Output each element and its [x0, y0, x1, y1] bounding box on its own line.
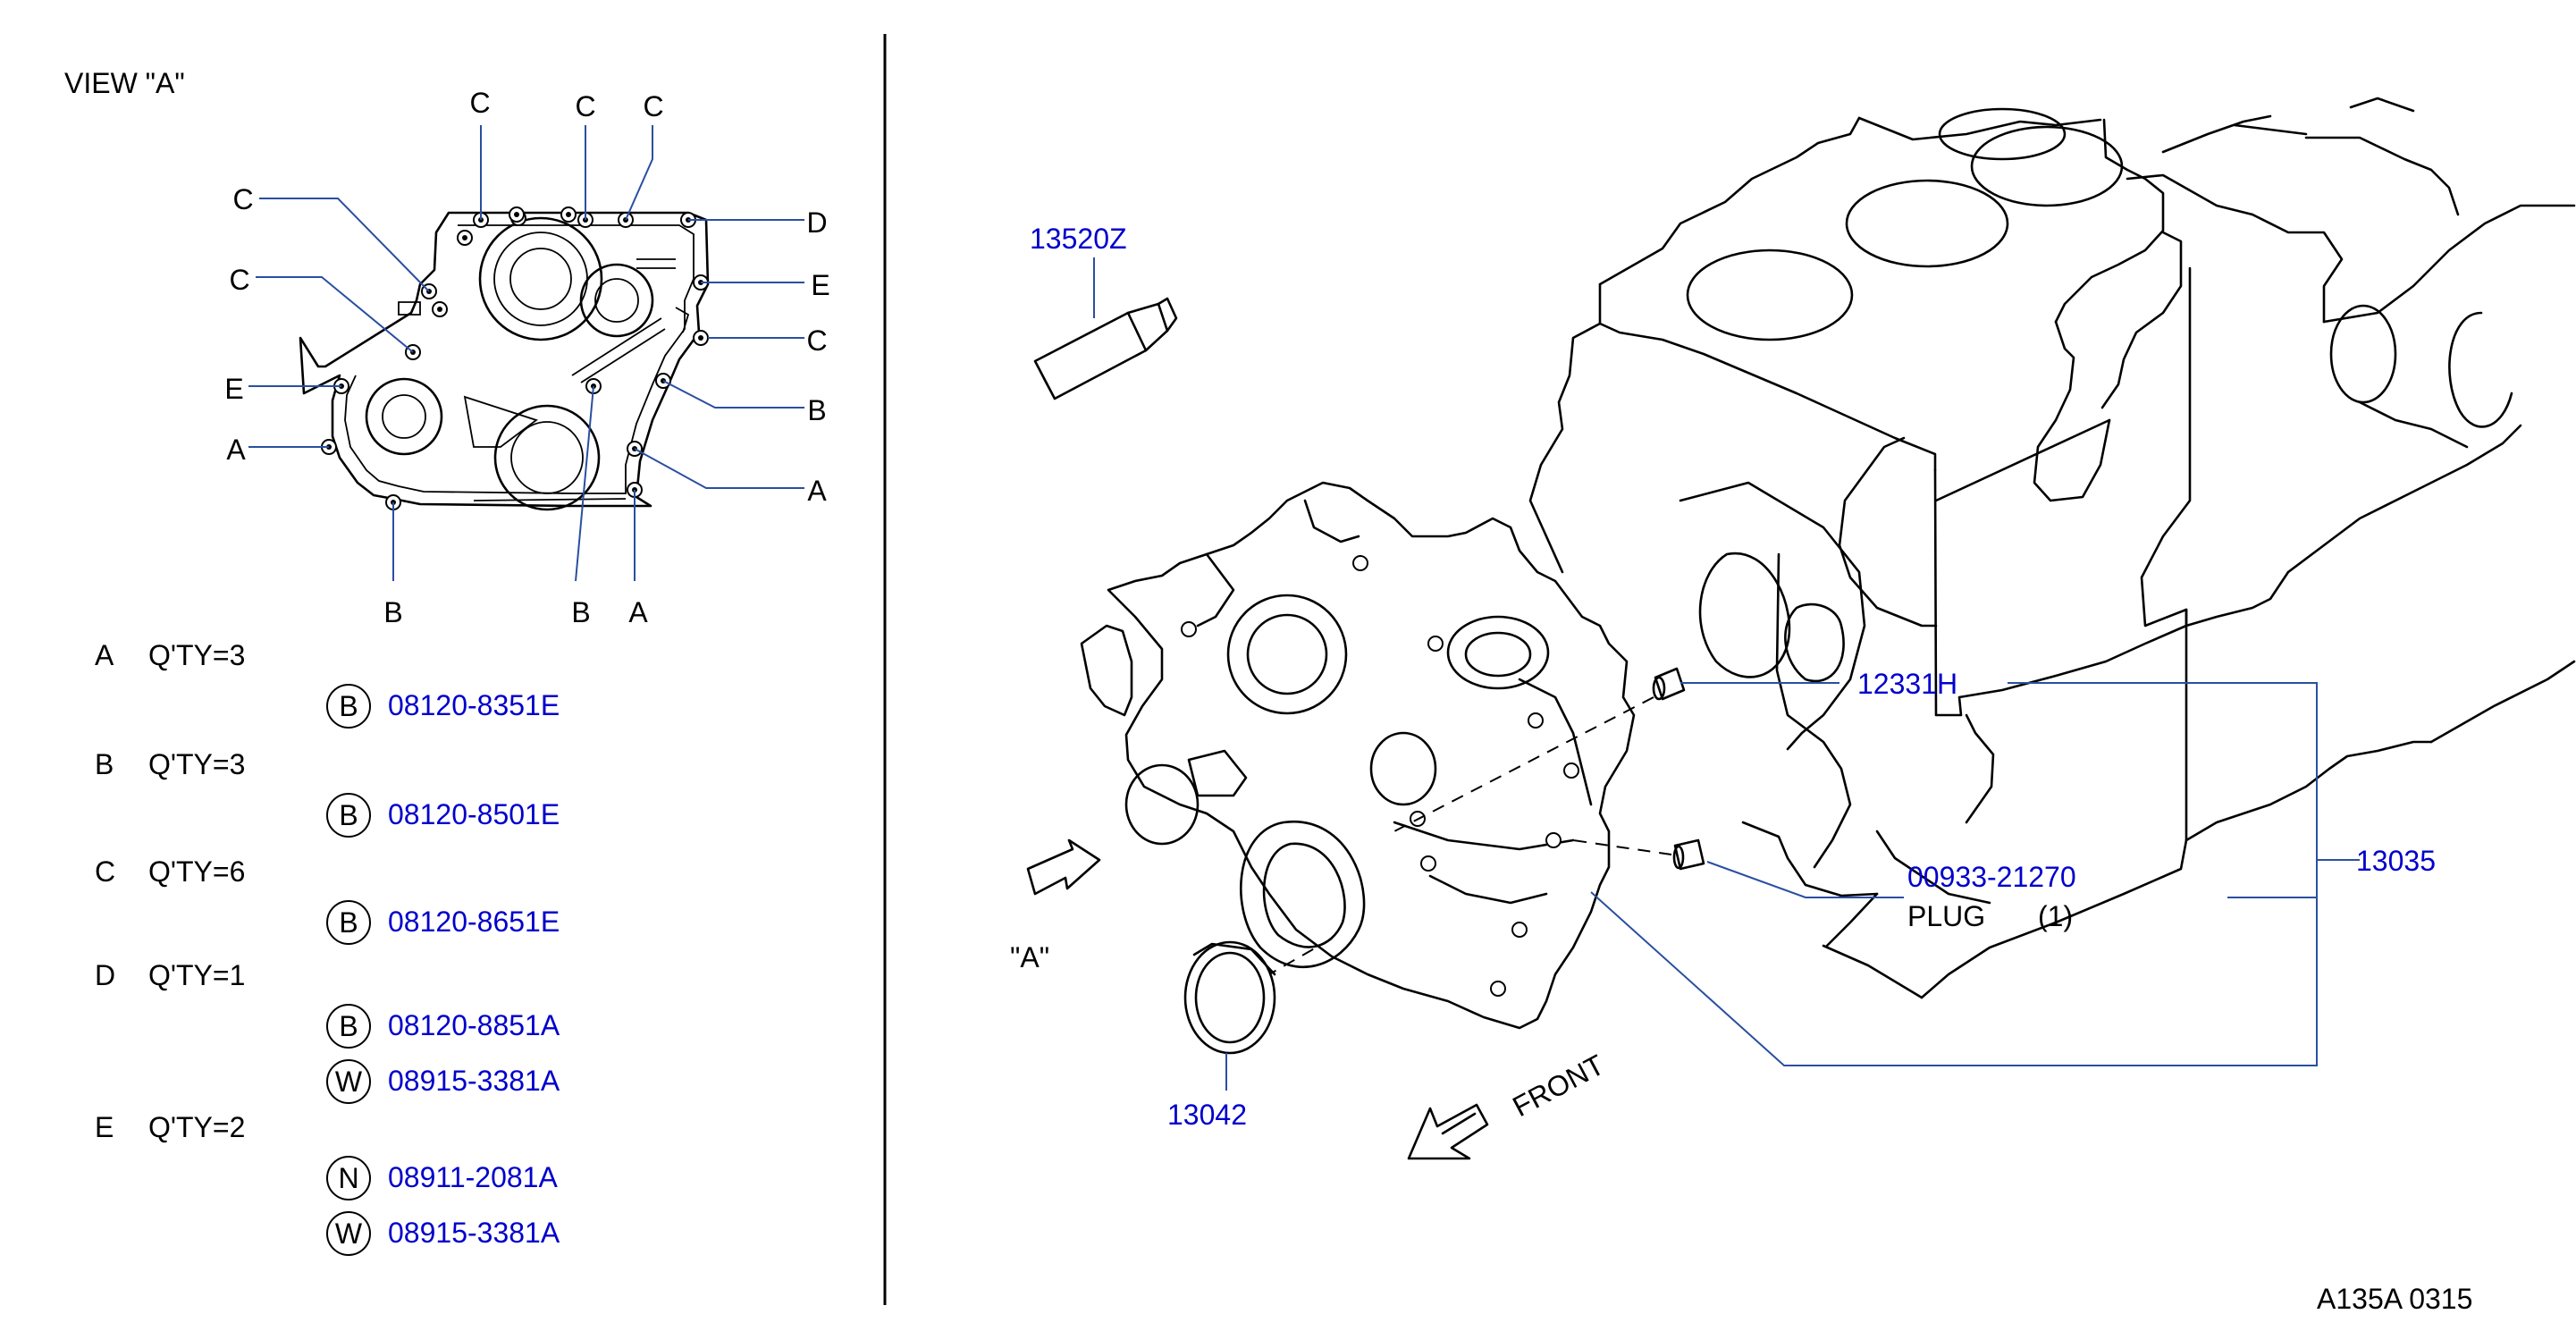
- part-number[interactable]: 08120-8851A: [388, 1009, 560, 1041]
- symbol-letter: N: [338, 1162, 358, 1194]
- bolt-hole-center: [514, 212, 519, 217]
- callout-a3: A: [628, 596, 648, 628]
- view-leader-lines: [248, 125, 804, 582]
- part-00933-21270[interactable]: 00933-21270: [1907, 861, 2076, 893]
- symbol-circle-icon: [326, 1211, 371, 1256]
- bolt-hole-center: [698, 335, 703, 341]
- bolt-hole-center: [437, 307, 442, 312]
- view-a-arrow-icon: [1026, 838, 1101, 896]
- callout-a2: A: [807, 475, 827, 507]
- callout-b2: B: [383, 596, 402, 628]
- symbol-letter: B: [339, 906, 358, 939]
- part-number[interactable]: 08120-8351E: [388, 689, 560, 721]
- callout-e2: E: [224, 373, 243, 405]
- callout-c3: C: [643, 90, 663, 122]
- sealant-tube-13520z: [1033, 297, 1178, 400]
- callout-b3: B: [571, 596, 590, 628]
- legend-letter-a: A: [95, 639, 114, 671]
- part-13042[interactable]: 13042: [1167, 1099, 1247, 1131]
- bolt-hole-center: [566, 212, 571, 217]
- legend-qty-a: Q'TY=3: [148, 639, 245, 671]
- symbol-circle-icon: [326, 684, 371, 729]
- part-number[interactable]: 08915-3381A: [388, 1217, 560, 1249]
- part-13035[interactable]: 13035: [2356, 845, 2436, 877]
- symbol-circle-icon: [326, 1156, 371, 1200]
- part-number[interactable]: 08120-8651E: [388, 906, 560, 938]
- part-number[interactable]: 08911-2081A: [388, 1161, 558, 1193]
- symbol-circle-icon: [326, 1059, 371, 1104]
- oil-seal-13042: [1183, 940, 1276, 1055]
- legend-letter-d: D: [95, 959, 115, 991]
- legend-qty-b: Q'TY=3: [148, 748, 245, 780]
- diagram-code: A135A 0315: [2317, 1283, 2472, 1315]
- plug-qty: (1): [2038, 900, 2073, 932]
- callout-c2: C: [575, 90, 595, 122]
- bracket-13035: [1590, 682, 2360, 1066]
- plug-00933-21270: [1672, 838, 1705, 871]
- legend-qty-c: Q'TY=6: [148, 855, 245, 888]
- callout-a1: A: [226, 434, 246, 466]
- callout-c5: C: [229, 264, 249, 296]
- legend-qty-d: Q'TY=1: [148, 959, 245, 991]
- callout-b1: B: [807, 394, 826, 426]
- part-number[interactable]: 08120-8501E: [388, 798, 560, 830]
- bolt-hole-center: [462, 235, 467, 240]
- symbol-circle-icon: [326, 793, 371, 838]
- legend-letter-c: C: [95, 855, 115, 888]
- part-number[interactable]: 08915-3381A: [388, 1065, 560, 1097]
- callout-c4: C: [232, 183, 253, 215]
- dash-plug: [1572, 839, 1672, 855]
- part-13520z[interactable]: 13520Z: [1030, 223, 1127, 255]
- leader-00933: [1706, 861, 1904, 898]
- dash-13042: [1268, 938, 1333, 975]
- part-12331h[interactable]: 12331H: [1857, 668, 1957, 700]
- legend-qty-e: Q'TY=2: [148, 1111, 245, 1143]
- front-cover-view-a: [299, 206, 710, 511]
- engine-block: [1528, 97, 2576, 999]
- view-callout-labels: C C C C D C E C E B A A B B A: [224, 87, 829, 628]
- view-title: VIEW "A": [64, 67, 185, 99]
- front-label: FRONT: [1507, 1049, 1609, 1124]
- callout-c1: C: [469, 87, 490, 119]
- symbol-letter: W: [335, 1217, 363, 1250]
- view-a-arrow-label: "A": [1010, 941, 1049, 973]
- legend-letter-e: E: [95, 1111, 114, 1143]
- symbol-letter: B: [339, 690, 358, 722]
- callout-d1: D: [806, 206, 827, 239]
- symbol-letter: B: [339, 799, 358, 831]
- plug-name: PLUG: [1907, 900, 1985, 932]
- symbol-letter: W: [335, 1066, 363, 1098]
- front-arrow-icon: [1407, 1103, 1489, 1160]
- callout-e1: E: [811, 269, 829, 301]
- legend-letter-b: B: [95, 748, 114, 780]
- symbol-circle-icon: [326, 900, 371, 945]
- dowel-12331h: [1652, 667, 1686, 701]
- dash-12331h: [1393, 696, 1654, 832]
- symbol-letter: B: [339, 1010, 358, 1042]
- front-cover-13035: [1080, 481, 1636, 1030]
- callout-c6: C: [806, 324, 827, 357]
- symbol-circle-icon: [326, 1004, 371, 1049]
